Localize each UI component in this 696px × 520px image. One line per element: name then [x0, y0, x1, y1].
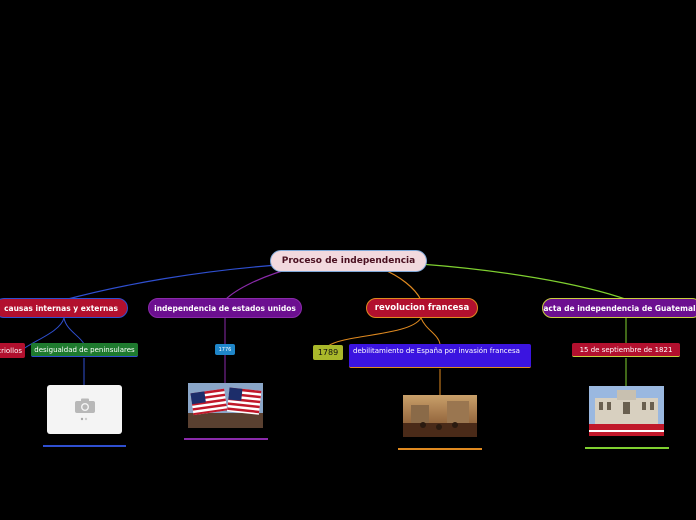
- connector-causas-criollos: [21, 317, 65, 351]
- branch-acta-guatemala[interactable]: acta de independencia de Guatemala: [542, 298, 696, 318]
- subtopic-debilitamiento[interactable]: debilitamiento de España por invasión fr…: [349, 344, 531, 368]
- image-national-palace[interactable]: [589, 386, 664, 436]
- palace-underline: [585, 447, 669, 449]
- branch-acta-label: acta de independencia de Guatemala: [543, 303, 696, 313]
- branch-causas-label: causas internas y externas: [4, 303, 118, 313]
- branch-causas[interactable]: causas internas y externas: [0, 298, 128, 318]
- root-label: Proceso de independencia: [281, 256, 416, 266]
- debilitamiento-label: debilitamiento de España por invasión fr…: [353, 347, 520, 355]
- connector-root-causas: [63, 263, 293, 301]
- root-node[interactable]: Proceso de independencia: [270, 250, 427, 272]
- subtopic-criollos[interactable]: criollos: [0, 343, 25, 358]
- image-american-flags[interactable]: [188, 383, 263, 428]
- painting-underline: [398, 448, 482, 450]
- fecha-label: 15 de septiembre de 1821: [579, 345, 673, 354]
- connector-causas-desig: [63, 317, 85, 345]
- image-revolution-painting[interactable]: [403, 395, 477, 437]
- desigualdad-label: desigualdad de peninsulares: [34, 345, 135, 354]
- camera-icon: [74, 398, 95, 413]
- connector-rev-debil: [420, 317, 441, 345]
- placeholder-underline: [43, 445, 126, 447]
- subtopic-fecha[interactable]: 15 de septiembre de 1821: [572, 343, 680, 357]
- subtopic-1776[interactable]: 1776: [215, 344, 235, 355]
- year-1789-label: 1789: [317, 348, 339, 357]
- subtopic-desigualdad[interactable]: desigualdad de peninsulares: [31, 343, 138, 357]
- pagination-dots-icon: [80, 417, 87, 421]
- national-palace-picture: [589, 386, 664, 436]
- criollos-label: criollos: [0, 346, 22, 355]
- american-flags-picture: [188, 383, 263, 428]
- branch-rev-label: revolucion francesa: [374, 303, 470, 313]
- connector-rev-1789: [327, 317, 422, 347]
- branch-eeuu-label: independencia de estados unidos: [154, 303, 296, 313]
- connector-root-rev: [379, 267, 422, 301]
- connector-root-acta: [419, 263, 629, 301]
- branch-revolucion-francesa[interactable]: revolucion francesa: [366, 298, 478, 318]
- revolution-painting-picture: [403, 395, 477, 437]
- image-placeholder[interactable]: [47, 385, 122, 434]
- flags-underline: [184, 438, 268, 440]
- year-1776-label: 1776: [218, 346, 232, 353]
- subtopic-1789[interactable]: 1789: [313, 345, 343, 360]
- branch-independencia-eeuu[interactable]: independencia de estados unidos: [148, 298, 302, 318]
